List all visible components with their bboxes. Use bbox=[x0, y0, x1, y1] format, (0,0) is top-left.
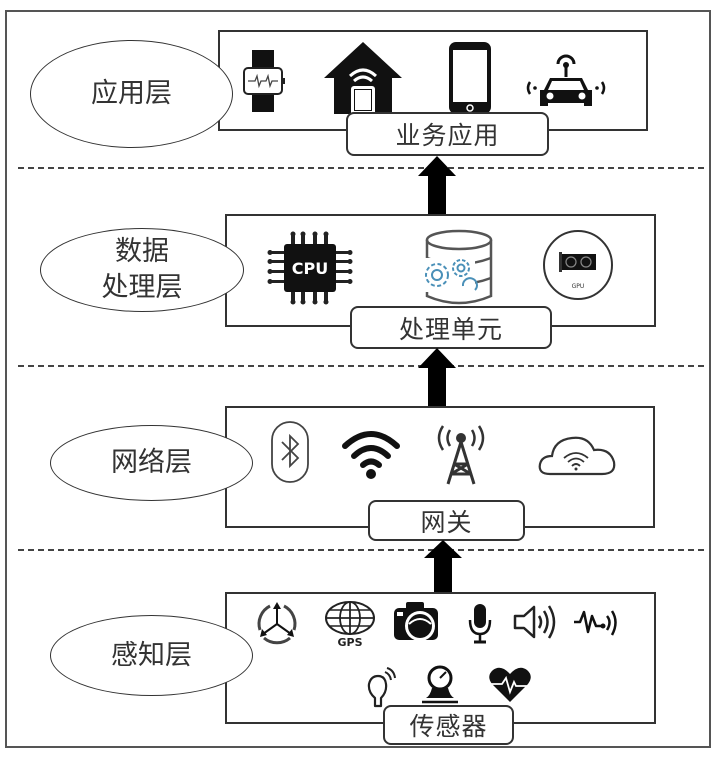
cloud-wifi-icon bbox=[538, 436, 616, 476]
light-bulb-icon bbox=[367, 667, 396, 708]
up-arrow-1 bbox=[418, 156, 456, 216]
application-layer-text: 应用层 bbox=[91, 78, 172, 109]
heart-rate-icon bbox=[489, 667, 531, 702]
connected-car-icon bbox=[526, 54, 606, 106]
smartwatch-icon bbox=[243, 50, 285, 112]
cpu-chip-icon: CPU bbox=[267, 231, 353, 305]
data-processing-text-line2: 处理层 bbox=[101, 272, 183, 303]
speaker-icon bbox=[513, 605, 556, 639]
smartphone-icon bbox=[449, 42, 491, 114]
perception-layer-text: 感知层 bbox=[111, 639, 192, 671]
data-processing-text-line1: 数据 bbox=[115, 236, 169, 267]
gps-label: GPS bbox=[337, 636, 362, 648]
gpu-label: GPU bbox=[572, 283, 585, 290]
business-application-text: 业务应用 bbox=[395, 121, 500, 150]
gateway-tag: 网关 bbox=[368, 500, 525, 541]
perception-layer-label: 感知层 bbox=[50, 615, 253, 696]
smart-home-icon bbox=[324, 42, 402, 116]
sensor-tag: 传感器 bbox=[383, 705, 514, 745]
sensor-text: 传感器 bbox=[409, 712, 488, 741]
gpu-card-icon: GPU bbox=[543, 230, 613, 300]
network-layer-text: 网络层 bbox=[111, 447, 192, 478]
diagram-frame bbox=[5, 10, 711, 748]
cpu-label: CPU bbox=[292, 259, 328, 278]
wifi-icon bbox=[342, 431, 400, 479]
up-arrow-3 bbox=[424, 540, 462, 594]
gps-globe-icon: GPS bbox=[325, 601, 375, 648]
network-layer-label: 网络层 bbox=[50, 425, 253, 501]
layer-divider-2 bbox=[18, 365, 704, 367]
up-arrow-2 bbox=[418, 348, 456, 408]
processing-unit-text: 处理单元 bbox=[398, 314, 503, 344]
accelerometer-icon bbox=[257, 602, 297, 645]
bluetooth-icon bbox=[271, 421, 309, 483]
cell-tower-icon bbox=[437, 425, 485, 485]
layer-divider-3 bbox=[18, 549, 704, 551]
camera-icon bbox=[394, 602, 438, 641]
layer-divider-1 bbox=[18, 167, 704, 169]
application-layer-label: 应用层 bbox=[30, 40, 233, 148]
business-application-tag: 业务应用 bbox=[346, 112, 549, 156]
data-processing-layer-label: 数据 处理层 bbox=[40, 228, 244, 312]
microphone-icon bbox=[468, 604, 492, 644]
processing-unit-tag: 处理单元 bbox=[350, 306, 552, 349]
vibration-signal-icon bbox=[574, 610, 617, 636]
gateway-text: 网关 bbox=[420, 507, 473, 537]
database-gears-icon bbox=[425, 229, 493, 305]
pressure-gauge-icon bbox=[422, 665, 458, 709]
